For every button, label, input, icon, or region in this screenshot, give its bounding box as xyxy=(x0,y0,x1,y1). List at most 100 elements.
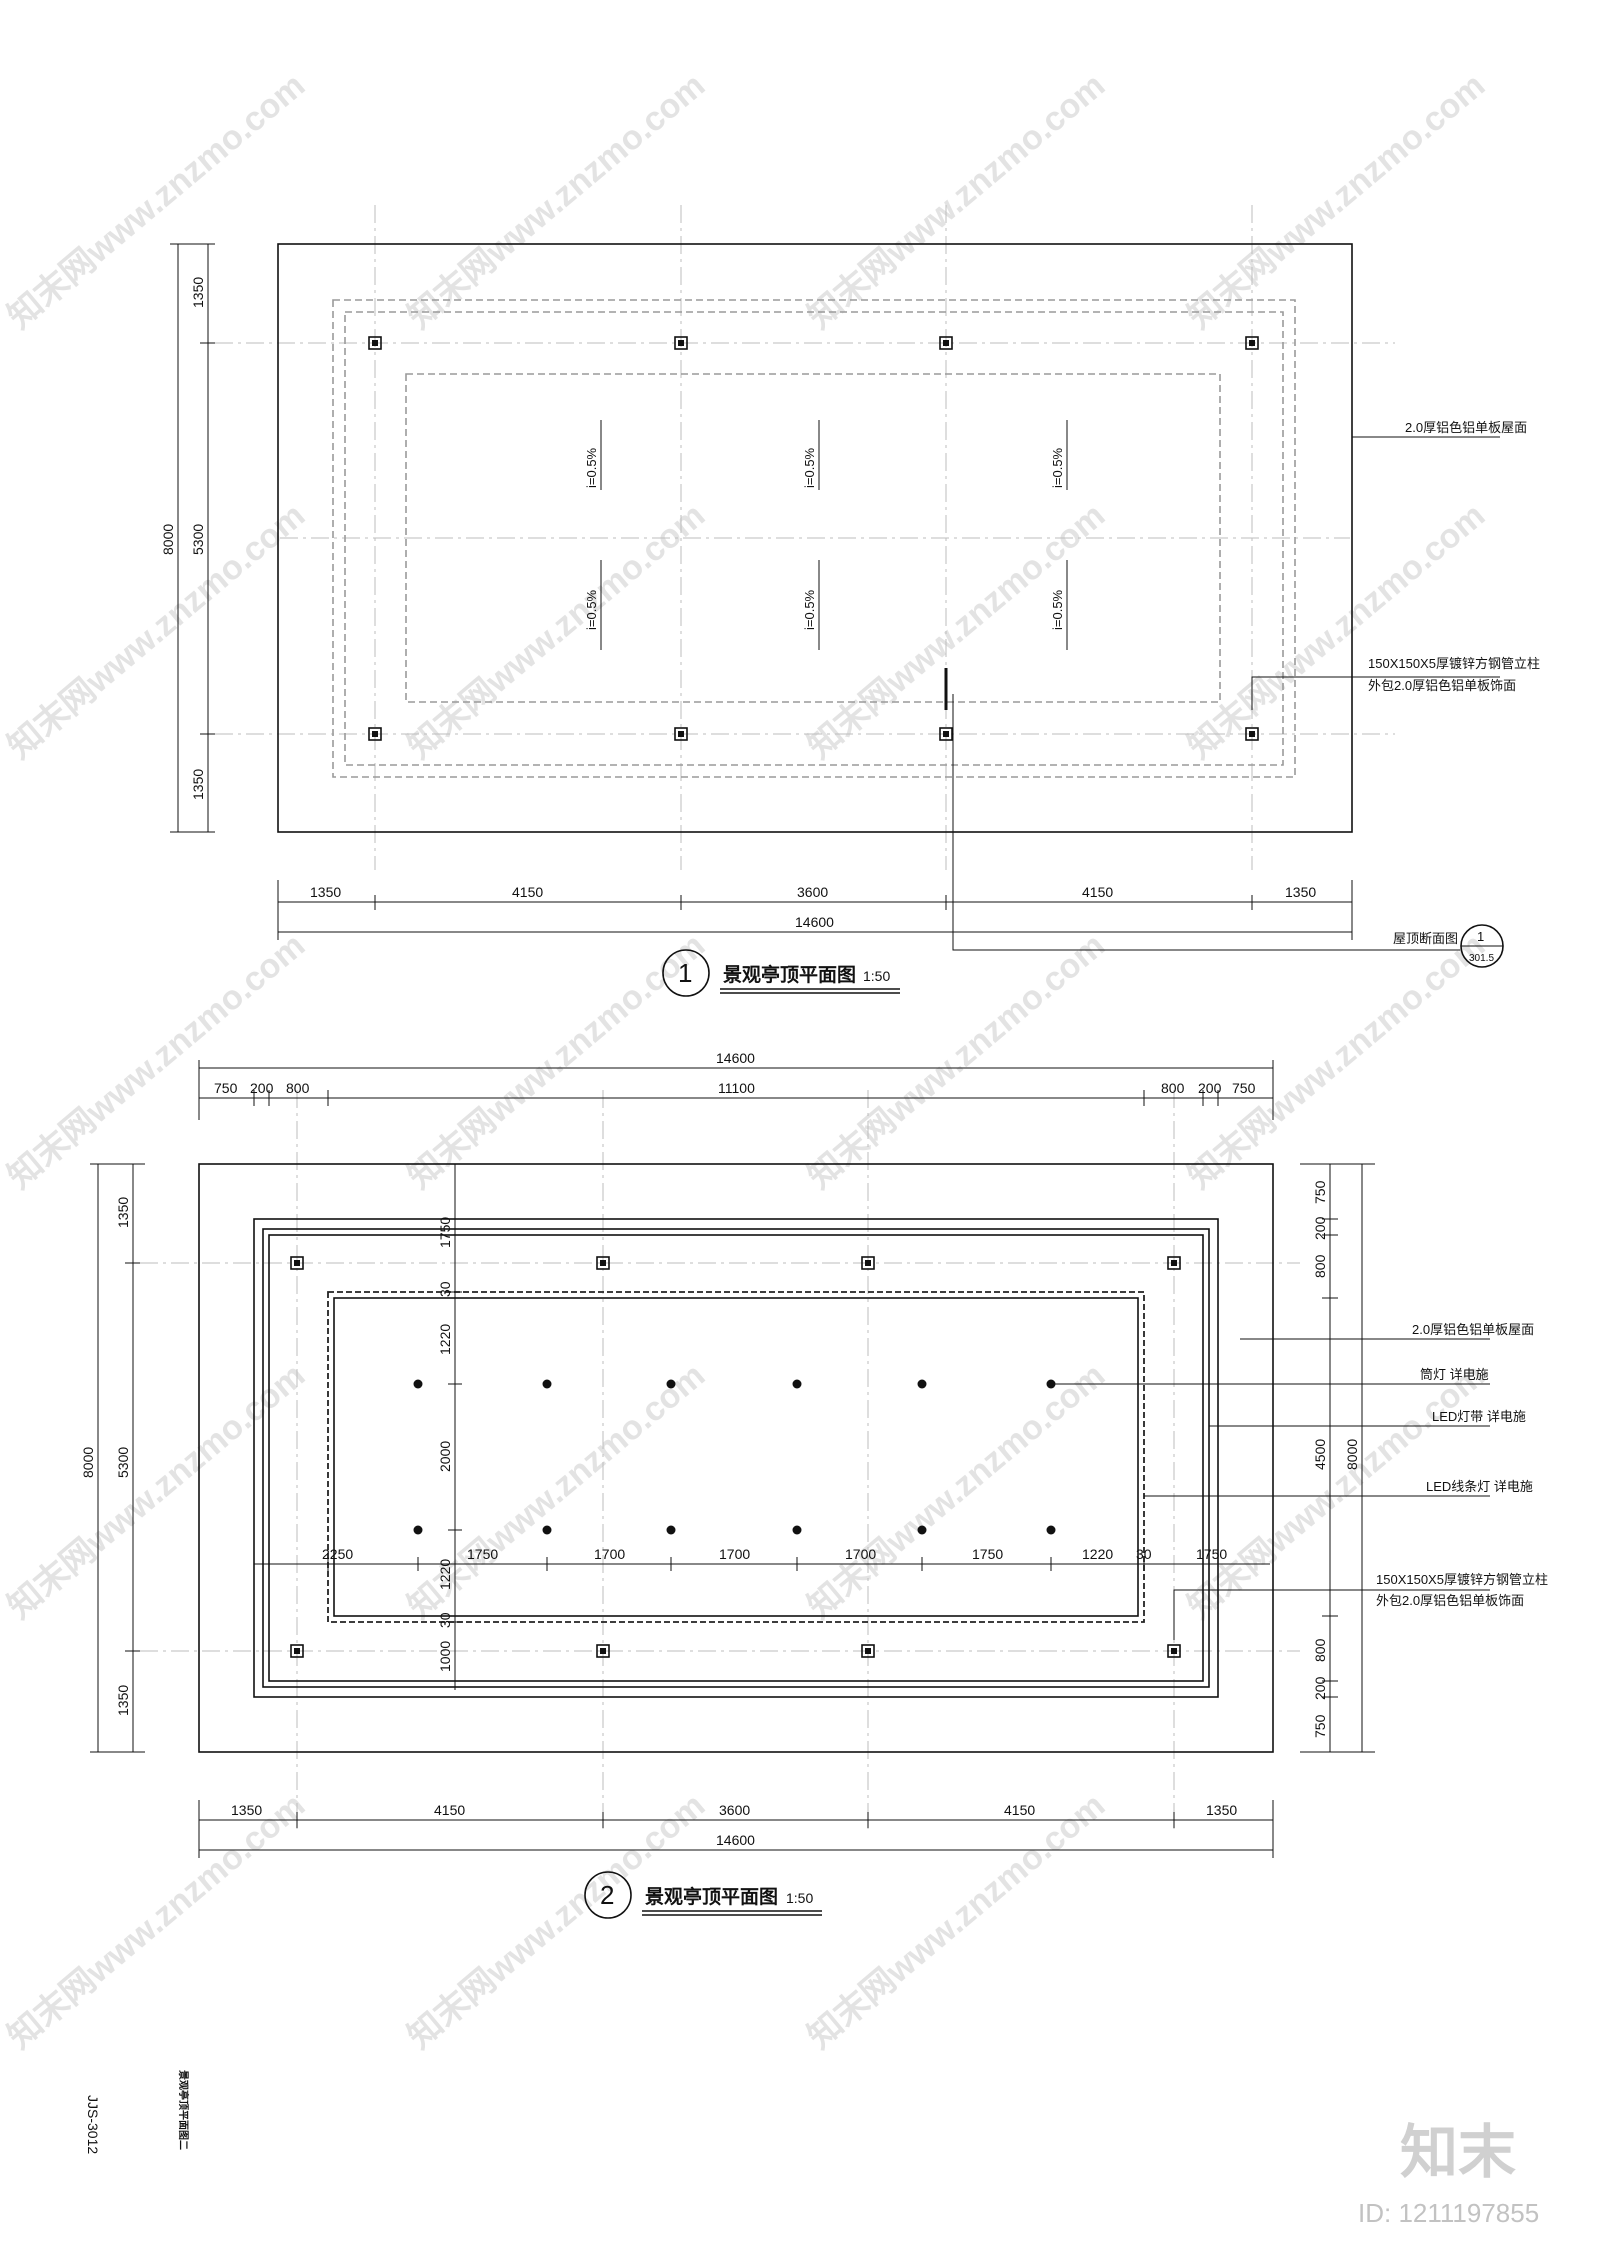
plan-title: 2 景观亭顶平面图 1:50 xyxy=(584,1871,822,1919)
annotations: 2.0厚铝色铝单板屋面 筒灯 详电施 LED灯带 详电施 LED线条灯 详电施 … xyxy=(1051,1322,1548,1640)
note-led-line: LED线条灯 详电施 xyxy=(1426,1479,1533,1494)
dim-label: 800 xyxy=(1312,1638,1328,1662)
plan-number: 1 xyxy=(678,958,692,988)
dim-label: 200 xyxy=(1312,1216,1328,1240)
dim-label: 750 xyxy=(1312,1180,1328,1204)
beam-outline-inner xyxy=(344,311,1284,766)
column xyxy=(861,1644,875,1658)
dim-label: 750 xyxy=(1312,1714,1328,1738)
dimension-top: 14600 750 200 800 11100 800 200 750 xyxy=(198,1050,1274,1120)
column xyxy=(368,727,382,741)
dim-total: 8000 xyxy=(80,1447,96,1478)
dim-label: 1220 xyxy=(1082,1546,1113,1562)
watermark-text: 知末网www.znzmo.com xyxy=(401,496,712,766)
note-roof: 2.0厚铝色铝单板屋面 xyxy=(1405,420,1527,435)
downlight xyxy=(1046,1525,1056,1535)
dim-label: 1350 xyxy=(115,1197,131,1228)
watermark-text: 知末网www.znzmo.com xyxy=(801,66,1112,336)
note-column-1: 150X150X5厚镀锌方钢管立柱 xyxy=(1368,656,1540,671)
downlight xyxy=(413,1525,423,1535)
watermark-text: 知末网www.znzmo.com xyxy=(401,1786,712,2056)
roof-outline xyxy=(198,1163,1274,1753)
column xyxy=(674,336,688,350)
watermark-text: 知末网www.znzmo.com xyxy=(401,926,712,1196)
slope-label: i=0.5% xyxy=(1050,589,1065,630)
watermark-text: 知末网www.znzmo.com xyxy=(401,66,712,336)
watermark-text: 知末网www.znzmo.com xyxy=(1181,926,1492,1196)
brand-watermark: 知末 ID: 1211197855 xyxy=(1358,2120,1539,2228)
dimension-right: 750 200 800 4500 800 200 750 8000 xyxy=(1300,1163,1375,1753)
watermark-text: 知末网www.znzmo.com xyxy=(1181,66,1492,336)
dim-label: 30 xyxy=(1136,1546,1152,1562)
column xyxy=(290,1256,304,1270)
dim-label: 4500 xyxy=(1312,1439,1328,1470)
dim-label: 1750 xyxy=(972,1546,1003,1562)
plan-title: 1 景观亭顶平面图 1:50 xyxy=(662,949,900,997)
dim-label: 1350 xyxy=(115,1685,131,1716)
slope-label: i=0.5% xyxy=(1050,447,1065,488)
downlight xyxy=(917,1379,927,1389)
watermark-text: 知末网www.znzmo.com xyxy=(801,496,1112,766)
dim-label: 1350 xyxy=(190,277,206,308)
dim-label: 1700 xyxy=(594,1546,625,1562)
dim-total: 8000 xyxy=(160,524,176,555)
dim-total: 14600 xyxy=(716,1832,755,1848)
dim-label: 2000 xyxy=(437,1441,453,1472)
dimension-bottom: 1350 4150 3600 4150 1350 14600 xyxy=(198,1800,1274,1858)
gutter-outline xyxy=(405,373,1221,703)
grid-axes xyxy=(140,1090,1300,1830)
column xyxy=(1167,1644,1181,1658)
dimension-bottom: 1350 4150 3600 4150 1350 14600 xyxy=(277,880,1353,940)
note-led-strip: LED灯带 详电施 xyxy=(1432,1409,1526,1424)
slope-label: i=0.5% xyxy=(584,589,599,630)
dim-label: 1350 xyxy=(231,1802,262,1818)
downlights xyxy=(413,1379,1056,1535)
watermark-text: 知末网www.znzmo.com xyxy=(1,496,312,766)
section-label: 屋顶断面图 xyxy=(1393,931,1458,946)
sheet-code: JJS-3012 xyxy=(85,2095,101,2154)
note-column-2: 外包2.0厚铝色铝单板饰面 xyxy=(1376,1593,1524,1608)
watermark-text: 知末网www.znzmo.com xyxy=(1,926,312,1196)
dim-label: 1700 xyxy=(719,1546,750,1562)
dim-label: 1350 xyxy=(1285,884,1316,900)
dim-label: 4150 xyxy=(434,1802,465,1818)
dim-label: 1750 xyxy=(467,1546,498,1562)
column xyxy=(290,1644,304,1658)
slope-label: i=0.5% xyxy=(802,447,817,488)
dim-total: 14600 xyxy=(716,1050,755,1066)
dim-label: 750 xyxy=(1232,1080,1256,1096)
note-column-1: 150X150X5厚镀锌方钢管立柱 xyxy=(1376,1572,1548,1587)
roof-plan-2: 14600 750 200 800 11100 800 200 750 8000… xyxy=(80,1050,1548,1919)
beam-outline-outer xyxy=(332,299,1296,778)
sheet-info: JJS-3012 景观亭顶平面图二 xyxy=(85,2070,190,2154)
sheet-name: 景观亭顶平面图二 xyxy=(177,2070,190,2150)
dim-label: 1750 xyxy=(1196,1546,1227,1562)
downlight xyxy=(413,1379,423,1389)
dim-label: 200 xyxy=(1198,1080,1222,1096)
grid-axes xyxy=(215,205,1395,870)
dim-label: 200 xyxy=(250,1080,274,1096)
downlight xyxy=(792,1379,802,1389)
gutter-inner-outline xyxy=(268,1234,1204,1682)
dim-label: 11100 xyxy=(718,1080,755,1096)
title-text: 景观亭顶平面图 xyxy=(723,963,856,986)
dim-label: 2250 xyxy=(322,1546,353,1562)
dimension-mid-row: 2250 1750 1700 1700 1700 1750 1220 30 17… xyxy=(254,1546,1270,1571)
fascia-outline xyxy=(253,1218,1219,1698)
dimension-left: 1350 5300 1350 8000 xyxy=(160,243,215,833)
gutter-outline xyxy=(262,1228,1210,1688)
dim-label: 800 xyxy=(286,1080,310,1096)
dim-label: 200 xyxy=(1312,1676,1328,1700)
dim-label: 1000 xyxy=(437,1641,453,1672)
dim-label: 5300 xyxy=(190,524,206,555)
plan-number: 2 xyxy=(600,1880,614,1910)
downlight xyxy=(666,1379,676,1389)
column xyxy=(596,1256,610,1270)
brand-id: ID: 1211197855 xyxy=(1358,2198,1539,2228)
dim-label: 1700 xyxy=(845,1546,876,1562)
note-column-2: 外包2.0厚铝色铝单板饰面 xyxy=(1368,678,1516,693)
column xyxy=(861,1256,875,1270)
dimension-left: 8000 1350 5300 1350 xyxy=(80,1163,145,1753)
dim-total: 8000 xyxy=(1344,1439,1360,1470)
